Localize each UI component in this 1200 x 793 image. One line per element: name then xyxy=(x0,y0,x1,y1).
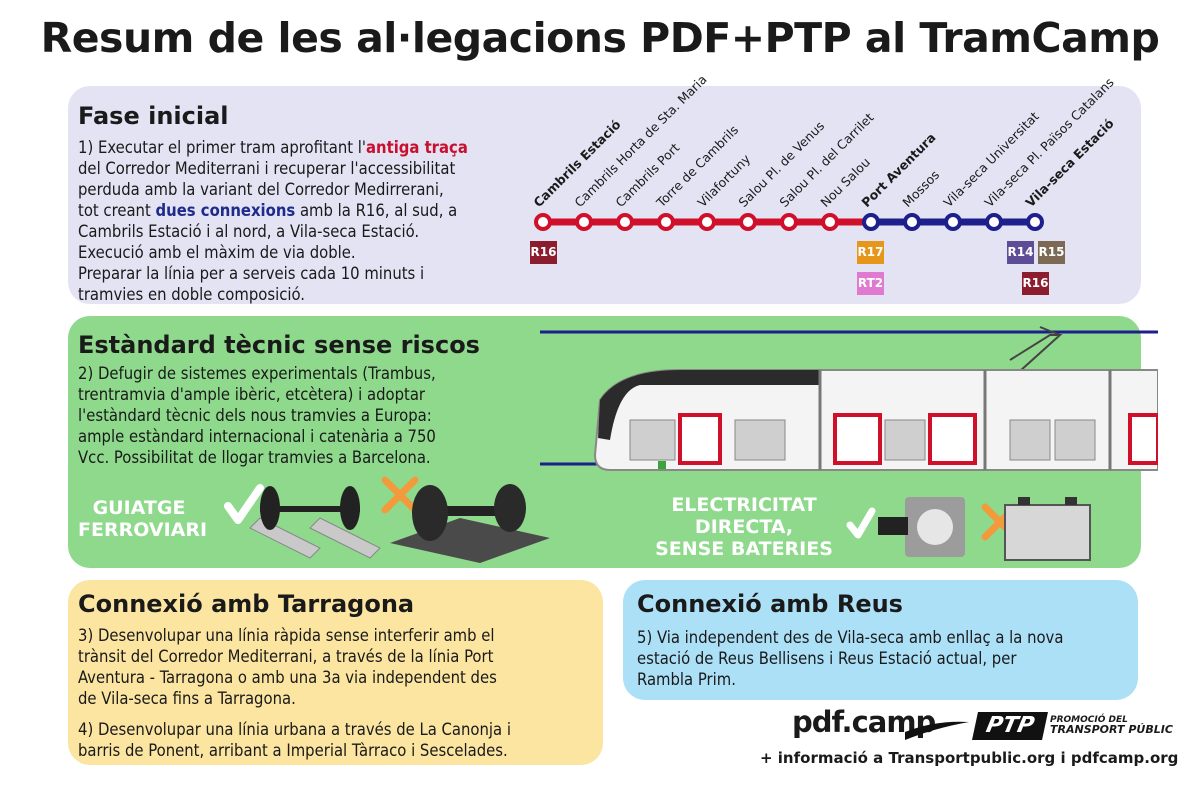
badge-r16-right: R16 xyxy=(1022,272,1049,295)
reus-heading: Connexió amb Reus xyxy=(637,590,903,618)
pdf-camp-swoosh-icon xyxy=(905,721,969,740)
badge-r15: R15 xyxy=(1038,241,1065,264)
rail-comparison-illustration xyxy=(224,476,550,563)
station-stop xyxy=(780,213,798,231)
badge-r17: R17 xyxy=(857,241,884,264)
footer-info: + informació a Transportpublic.org i pdf… xyxy=(760,749,1179,767)
badge-r14: R14 xyxy=(1007,241,1034,264)
badge-r16: R16 xyxy=(530,241,557,264)
station-stop xyxy=(698,213,716,231)
station-stop xyxy=(534,213,552,231)
station-stop xyxy=(657,213,675,231)
fase-inicial-text: 1) Executar el primer tram aprofitant l'… xyxy=(78,138,468,304)
tarragona-heading: Connexió amb Tarragona xyxy=(78,590,415,618)
tram-illustration xyxy=(540,326,1158,471)
page-title: Resum de les al·legacions PDF+PTP al Tra… xyxy=(40,14,1160,62)
station-stop xyxy=(821,213,839,231)
station-stop xyxy=(862,213,880,231)
station-stop xyxy=(985,213,1003,231)
tarragona-text: 3) Desenvolupar una línia ràpida sense i… xyxy=(78,626,511,760)
standard-heading: Estàndard tècnic sense riscos xyxy=(78,331,480,359)
reus-panel xyxy=(623,580,1138,700)
station-stop xyxy=(739,213,757,231)
station-stop xyxy=(616,213,634,231)
ptp-logo: PTP xyxy=(972,712,1048,740)
battery-icon xyxy=(1004,504,1091,561)
check-icon xyxy=(224,484,264,524)
power-comparison-illustration xyxy=(846,497,1091,561)
station-stop xyxy=(944,213,962,231)
badge-rt2: RT2 xyxy=(857,272,884,295)
station-stop xyxy=(1026,213,1044,231)
fase-inicial-heading: Fase inicial xyxy=(78,102,229,130)
station-stop xyxy=(575,213,593,231)
check-icon xyxy=(846,507,876,539)
reus-text: 5) Via independent des de Vila-seca amb … xyxy=(637,628,1064,689)
plug-icon xyxy=(878,517,908,535)
fase-inicial-panel xyxy=(68,86,1141,304)
standard-text: 2) Defugir de sistemes experimentals (Tr… xyxy=(78,364,436,467)
station-stop xyxy=(903,213,921,231)
tarragona-panel xyxy=(68,580,603,765)
